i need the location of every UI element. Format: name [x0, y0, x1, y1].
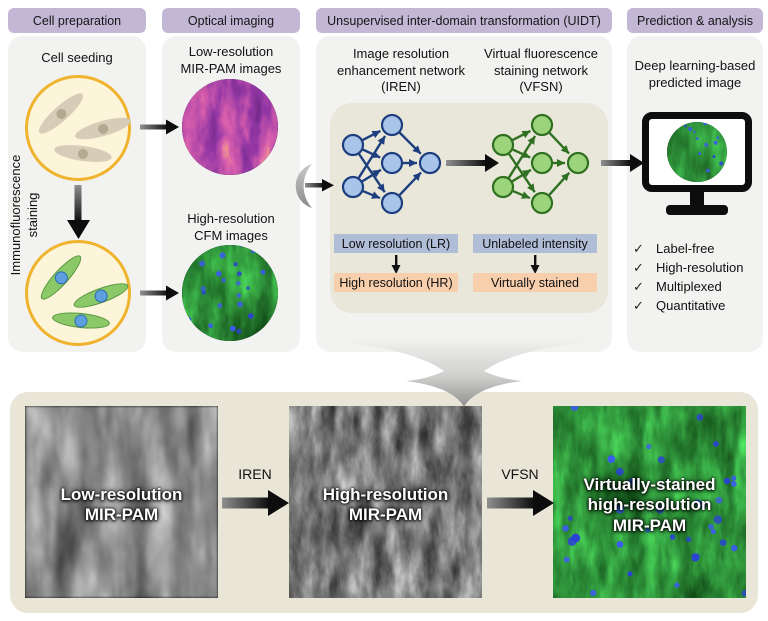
checklist-item: ✓ Quantitative	[633, 297, 743, 314]
monitor-base	[666, 205, 728, 215]
cfm-images-label: High-resolution CFM images	[187, 211, 275, 243]
vfsn-output-tag: Virtually stained	[473, 273, 597, 292]
monitor-icon	[642, 112, 752, 192]
petri-dish-stained	[25, 240, 131, 346]
nuclei-dots	[667, 122, 724, 173]
unstained-cell	[53, 142, 113, 165]
checklist-item: ✓ Multiplexed	[633, 278, 743, 295]
header-optical-imaging: Optical imaging	[162, 8, 300, 33]
benefit-checklist: ✓ Label-free ✓ High-resolution ✓ Multiplexe…	[633, 240, 743, 314]
predicted-image-thumbnail	[667, 122, 727, 182]
cell-nucleus	[92, 287, 110, 304]
immunofluorescence-staining-label: Immunofluorescence staining	[8, 154, 40, 276]
result-image-label: Virtually-stained high-resolution MIR-PA…	[583, 475, 716, 535]
monitor-stand	[690, 192, 704, 207]
mir-pam-image-thumbnail	[182, 79, 278, 175]
stained-cell	[36, 250, 86, 305]
header-prediction-analysis: Prediction & analysis	[627, 8, 763, 33]
result-image-low-res: Low-resolution MIR-PAM	[25, 406, 218, 598]
header-uidt: Unsupervised inter-domain transformation…	[316, 8, 612, 33]
stained-cell	[51, 310, 111, 331]
mir-pam-images-label: Low-resolution MIR-PAM images	[180, 44, 282, 76]
stained-cell	[71, 278, 131, 313]
cell-nucleus	[96, 122, 110, 135]
iren-input-tag: Low resolution (LR)	[334, 234, 458, 253]
check-icon: ✓	[633, 279, 644, 294]
predicted-image-title: Deep learning-based predicted image	[634, 58, 756, 90]
checklist-label: Label-free	[656, 241, 715, 256]
nuclei-dots	[182, 245, 271, 334]
checklist-label: Quantitative	[656, 298, 726, 313]
checklist-label: High-resolution	[656, 260, 744, 275]
checklist-item: ✓ Label-free	[633, 240, 743, 257]
vfsn-arrow-label: VFSN	[501, 466, 539, 482]
checklist-label: Multiplexed	[656, 279, 722, 294]
cell-seeding-label: Cell seeding	[41, 50, 113, 65]
vfsn-input-tag: Unlabeled intensity	[473, 234, 597, 253]
iren-title: Image resolution enhancement network (IR…	[337, 46, 465, 94]
check-icon: ✓	[633, 260, 644, 275]
header-cell-preparation: Cell preparation	[8, 8, 146, 33]
check-icon: ✓	[633, 241, 644, 256]
cell-nucleus	[77, 147, 89, 160]
petri-dish-unstained	[25, 75, 133, 181]
cfm-image-thumbnail	[182, 245, 278, 341]
cell-nucleus	[73, 313, 89, 328]
nuclei-dots	[562, 406, 746, 597]
result-image-virtually-stained: Virtually-stained high-resolution MIR-PA…	[553, 406, 746, 598]
result-image-high-res: High-resolution MIR-PAM	[289, 406, 482, 598]
cell-nucleus	[51, 268, 71, 287]
unstained-cell	[73, 113, 133, 144]
cell-nucleus	[53, 106, 69, 121]
vfsn-title: Virtual fluorescence staining network (V…	[484, 46, 598, 94]
result-image-label: Low-resolution MIR-PAM	[60, 485, 183, 525]
iren-arrow-label: IREN	[238, 466, 272, 482]
checklist-item: ✓ High-resolution	[633, 259, 743, 276]
check-icon: ✓	[633, 298, 644, 313]
iren-output-tag: High resolution (HR)	[334, 273, 458, 292]
result-image-label: High-resolution MIR-PAM	[322, 485, 449, 525]
